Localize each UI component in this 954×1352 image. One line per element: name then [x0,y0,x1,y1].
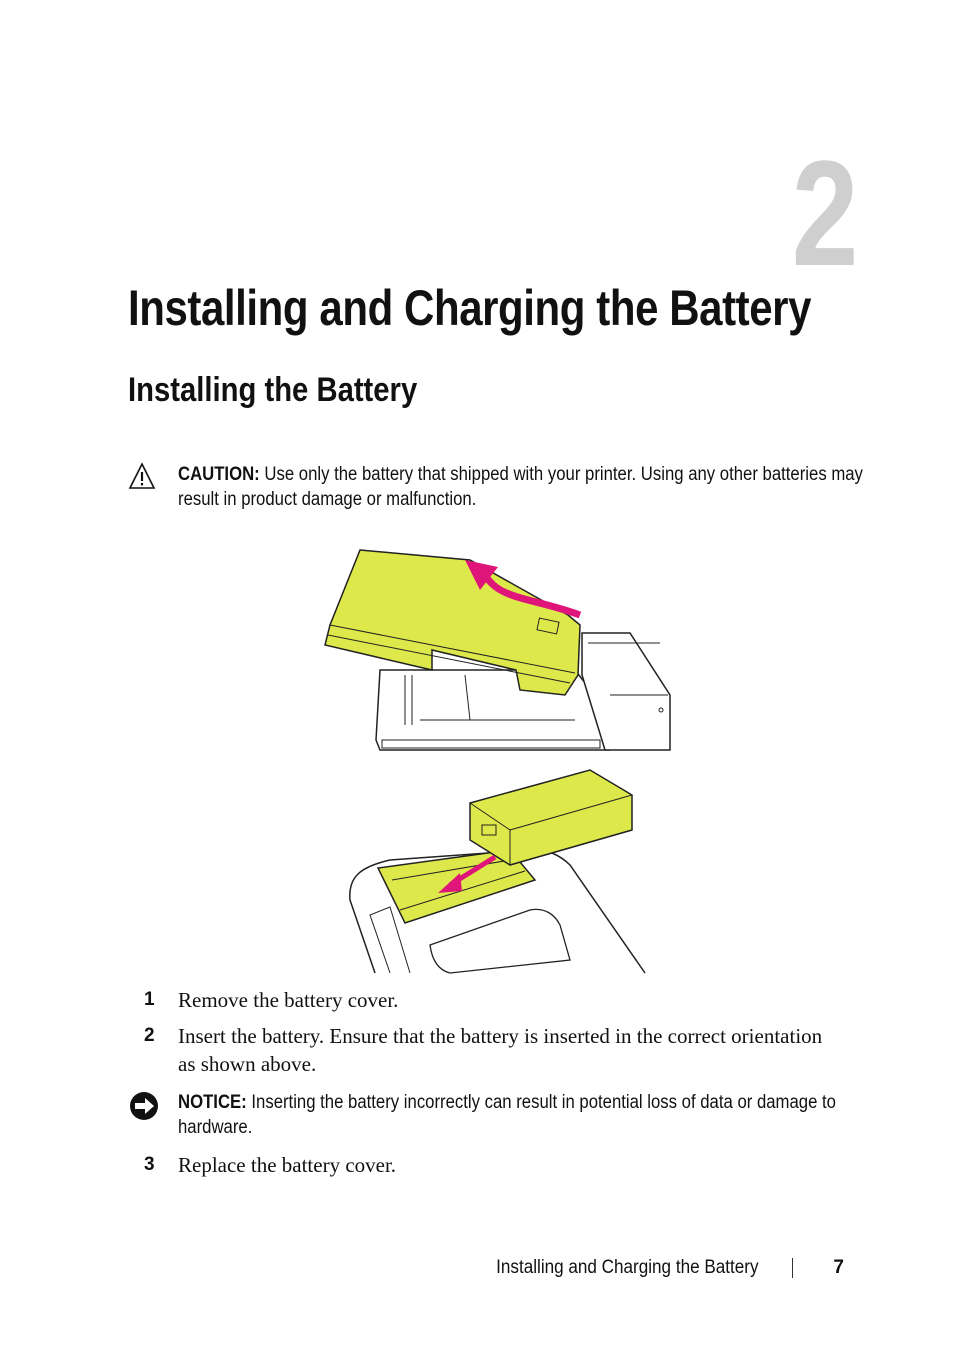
section-title: Installing the Battery [128,371,418,409]
list-item: 3 Replace the battery cover. [128,1151,828,1179]
step-number: 1 [144,989,155,1010]
notice-arrow-icon [128,1090,160,1129]
battery-figure [320,545,680,975]
step-text: Replace the battery cover. [178,1153,397,1177]
battery-illustration-svg [324,549,671,974]
step-number: 3 [144,1154,155,1175]
notice-callout: NOTICE: Inserting the battery incorrectl… [128,1090,848,1140]
chapter-number: 2 [791,129,858,297]
battery-insertion-illustration [349,769,646,974]
notice-text: Inserting the battery incorrectly can re… [178,1092,836,1138]
notice-label: NOTICE: [178,1092,247,1113]
caution-callout: CAUTION: Use only the battery that shipp… [128,462,863,512]
chapter-title: Installing and Charging the Battery [128,280,812,336]
step-number: 2 [144,1025,155,1046]
steps-list-a: 1 Remove the battery cover. 2 Insert the… [128,986,828,1078]
step-text: Insert the battery. Ensure that the batt… [178,1024,823,1076]
list-item: 1 Remove the battery cover. [128,986,828,1014]
steps-list-b: 3 Replace the battery cover. [128,1151,828,1179]
step-text: Remove the battery cover. [178,988,399,1012]
footer-divider [792,1258,794,1278]
list-item: 2 Insert the battery. Ensure that the ba… [128,1022,828,1078]
caution-text: Use only the battery that shipped with y… [178,464,863,510]
page-footer: Installing and Charging the Battery 7 [467,1256,844,1280]
warning-triangle-icon [128,462,156,497]
caution-label: CAUTION: [178,464,260,485]
page-number: 7 [833,1257,844,1278]
battery-cover-removal-illustration [324,549,671,751]
footer-title: Installing and Charging the Battery [496,1257,759,1278]
